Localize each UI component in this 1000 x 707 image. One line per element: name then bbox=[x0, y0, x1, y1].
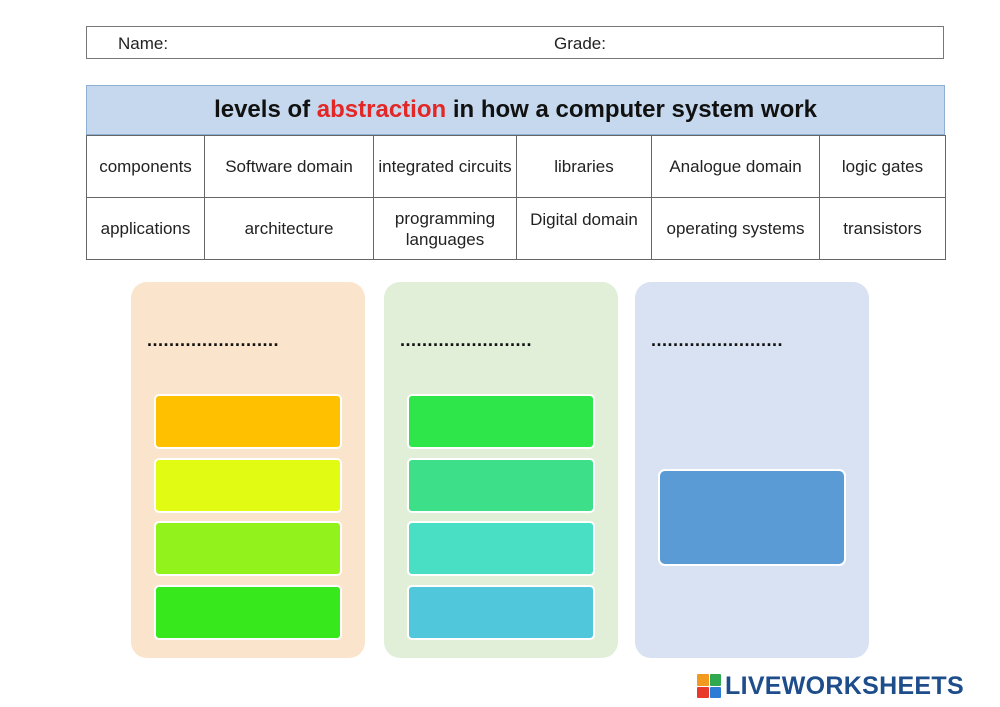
drop-slot[interactable] bbox=[407, 394, 595, 449]
drop-slot[interactable] bbox=[154, 521, 342, 576]
brand-name: LIVEWORKSHEETS bbox=[725, 671, 964, 700]
word-bank-row: components Software domain integrated ci… bbox=[86, 135, 946, 198]
word-bank-table: components Software domain integrated ci… bbox=[86, 135, 946, 260]
word-bank-row: applications architecture programming la… bbox=[86, 197, 946, 260]
brand-footer: LIVEWORKSHEETS bbox=[697, 672, 964, 700]
category-card-3: ........................ bbox=[635, 282, 869, 658]
word-card[interactable]: architecture bbox=[204, 197, 374, 260]
name-label: Name: bbox=[118, 34, 169, 53]
liveworksheets-logo-icon bbox=[697, 674, 721, 698]
word-card[interactable]: libraries bbox=[516, 135, 652, 198]
word-card[interactable]: Digital domain bbox=[516, 197, 652, 260]
category-heading-blank[interactable]: ........................ bbox=[651, 330, 784, 350]
drop-slot[interactable] bbox=[407, 585, 595, 640]
category-card-2: ........................ bbox=[384, 282, 618, 658]
word-card[interactable]: programming languages bbox=[373, 197, 517, 260]
drop-slot[interactable] bbox=[154, 458, 342, 513]
grade-label: Grade: bbox=[554, 34, 606, 53]
word-card[interactable]: components bbox=[86, 135, 205, 198]
category-heading-blank[interactable]: ........................ bbox=[147, 330, 280, 350]
word-card[interactable]: operating systems bbox=[651, 197, 820, 260]
word-card[interactable]: Software domain bbox=[204, 135, 374, 198]
title-text-end: in how a computer system work bbox=[446, 96, 817, 123]
drop-slot[interactable] bbox=[154, 585, 342, 640]
word-card[interactable]: integrated circuits bbox=[373, 135, 517, 198]
drop-slot[interactable] bbox=[407, 521, 595, 576]
drop-slot[interactable] bbox=[658, 469, 846, 566]
word-card[interactable]: Analogue domain bbox=[651, 135, 820, 198]
category-heading-blank[interactable]: ........................ bbox=[400, 330, 533, 350]
title-highlight: abstraction bbox=[316, 96, 447, 123]
drop-slot[interactable] bbox=[407, 458, 595, 513]
word-card[interactable]: logic gates bbox=[819, 135, 946, 198]
category-card-1: ........................ bbox=[131, 282, 365, 658]
name-grade-bar: Name: Grade: bbox=[86, 26, 944, 59]
drop-slot[interactable] bbox=[154, 394, 342, 449]
word-card[interactable]: transistors bbox=[819, 197, 946, 260]
title-text-start: levels of bbox=[214, 96, 317, 123]
worksheet-title: levels of abstraction in how a computer … bbox=[86, 85, 945, 135]
word-card[interactable]: applications bbox=[86, 197, 205, 260]
